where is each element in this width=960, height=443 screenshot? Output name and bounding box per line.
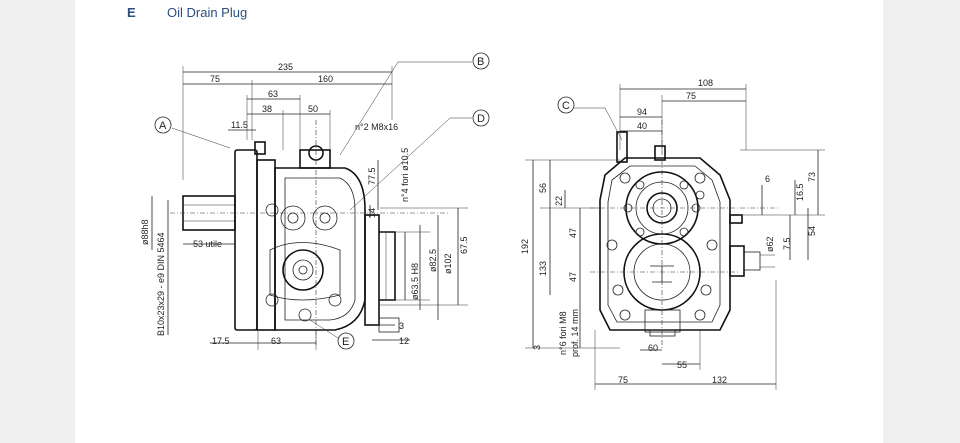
dim-75-top: 75 — [686, 91, 696, 101]
dim-12: 12 — [399, 336, 409, 346]
callout-c: C — [562, 100, 570, 112]
dim-16-5: 16.5 — [795, 183, 805, 201]
dim-67-5: 67.5 — [459, 236, 469, 254]
note-spline: B10x23x29 - e9 DIN 5464 — [156, 232, 166, 336]
dim-40: 40 — [637, 121, 647, 131]
callout-d: D — [477, 113, 485, 125]
dim-14-left: 14 — [367, 208, 377, 218]
dim-132: 132 — [712, 375, 727, 385]
dim-94: 94 — [637, 107, 647, 117]
dim-108: 108 — [698, 78, 713, 88]
callout-e: E — [342, 336, 349, 348]
dim-3-right: 3 — [532, 345, 542, 350]
dim-75: 75 — [210, 74, 220, 84]
note-prof: prof. 14 mm — [570, 309, 580, 357]
dim-63-top: 63 — [268, 89, 278, 99]
dim-50: 50 — [308, 104, 318, 114]
legend-text: Oil Drain Plug — [167, 5, 248, 20]
legend-letter: E — [127, 5, 136, 20]
dim-phi62: ø62 — [765, 236, 775, 252]
dim-55: 55 — [677, 360, 687, 370]
dim-75-bottom: 75 — [618, 375, 628, 385]
note-holes: n°4 fori ø10.5 — [400, 148, 410, 202]
dim-17-5: 17.5 — [212, 336, 230, 346]
dim-22: 22 — [554, 196, 564, 206]
dim-56: 56 — [538, 183, 548, 193]
dim-phi88: ø88h8 — [140, 219, 150, 245]
callout-a-circle — [154, 116, 172, 134]
side-view-drawing — [151, 61, 472, 350]
dim-phi102: ø102 — [443, 253, 453, 274]
dim-53-utile: 53 utile — [193, 239, 222, 249]
dim-60: 60 — [648, 343, 658, 353]
dim-192: 192 — [520, 239, 530, 254]
dim-54: 54 — [807, 226, 817, 236]
right-margin — [883, 0, 960, 443]
callout-d-circle — [472, 109, 490, 127]
dim-phi82-5: ø82.5 — [428, 249, 438, 272]
callout-b-circle — [472, 52, 490, 70]
dim-63-bottom: 63 — [271, 336, 281, 346]
dim-11-5: 11.5 — [231, 120, 248, 130]
dim-6: 6 — [765, 174, 770, 184]
dim-77-5: 77.5 — [367, 167, 377, 185]
callout-e-circle — [337, 332, 355, 350]
callout-a: A — [159, 120, 167, 132]
dim-7-5: 7.5 — [782, 237, 792, 250]
dim-3-left: 3 — [399, 321, 404, 331]
front-view-drawing — [525, 84, 825, 390]
callout-b: B — [477, 56, 484, 68]
left-margin — [0, 0, 75, 443]
dim-phi63-5: ø63.5 H8 — [410, 263, 420, 300]
dim-47-lower: 47 — [568, 272, 578, 282]
document-page — [75, 0, 883, 443]
note-m8-left: n°2 M8x16 — [355, 122, 398, 132]
dim-73: 73 — [807, 172, 817, 182]
callout-c-circle — [557, 96, 575, 114]
dim-47-upper: 47 — [568, 228, 578, 238]
note-m8-right: n°6 fori M8 — [558, 311, 568, 355]
dim-38: 38 — [262, 104, 272, 114]
dim-160: 160 — [318, 74, 333, 84]
dim-235: 235 — [278, 62, 293, 72]
dim-133: 133 — [538, 261, 548, 276]
